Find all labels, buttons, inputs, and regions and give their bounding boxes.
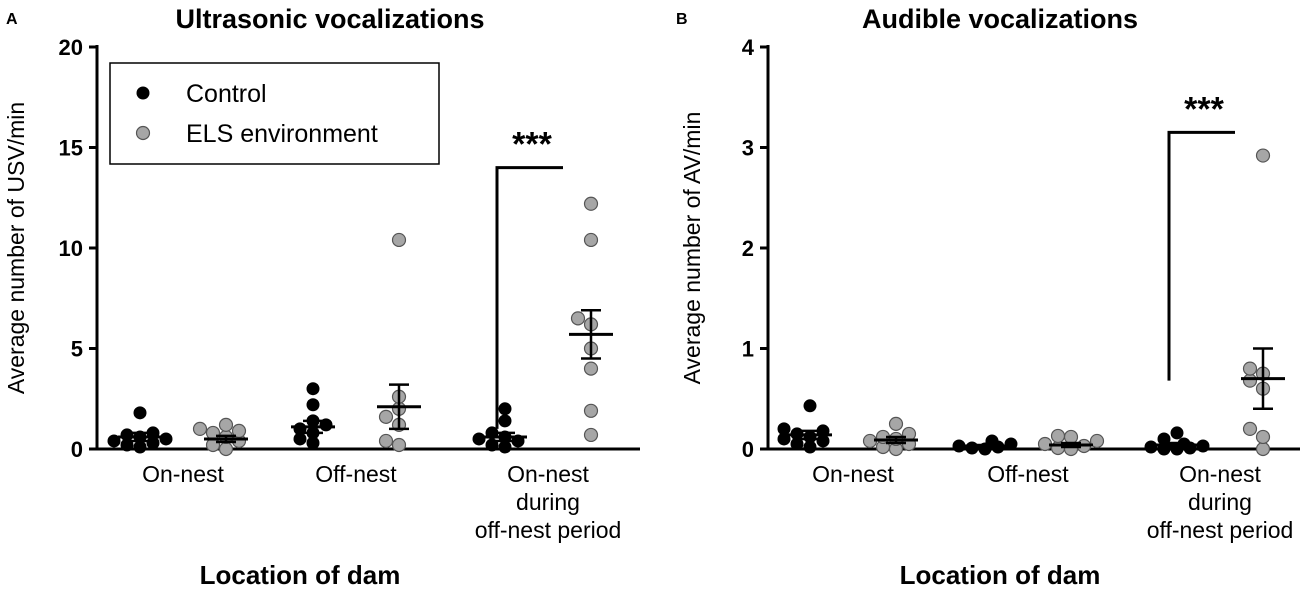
els-data-point — [378, 409, 394, 424]
els-data-point — [583, 196, 599, 211]
control-data-point — [777, 432, 791, 446]
significance-stars: *** — [512, 126, 552, 164]
control-data-point — [472, 432, 486, 446]
els-data-point — [888, 416, 904, 431]
control-data-point — [498, 440, 512, 454]
els-data-point — [1255, 441, 1271, 457]
y-tick-label: 15 — [59, 136, 83, 161]
els-data-point — [1255, 429, 1271, 445]
category-label-line: On-nest — [507, 461, 589, 487]
els-data-point — [192, 421, 208, 436]
control-data-point — [803, 440, 817, 454]
y-tick-label: 20 — [59, 35, 83, 60]
control-data-point — [107, 434, 121, 448]
control-data-point — [159, 432, 173, 446]
control-data-point — [306, 436, 320, 450]
control-data-point — [1004, 437, 1018, 451]
els-data-point — [218, 417, 234, 432]
legend-control-label: Control — [186, 80, 267, 108]
panel-a: A Ultrasonic vocalizations 0 5 10 15 20Average… — [3, 4, 640, 590]
category-label-line: Off-nest — [315, 461, 397, 487]
control-data-point — [120, 428, 134, 442]
els-data-point — [583, 427, 599, 443]
els-data-point — [1242, 361, 1258, 376]
control-data-point — [1144, 440, 1158, 454]
panel-letter: A — [6, 11, 18, 28]
control-data-point — [803, 399, 817, 413]
legend-els-marker — [135, 125, 151, 141]
category-label-line: On-nest — [142, 461, 224, 487]
els-data-point — [1089, 433, 1105, 449]
legend-control-marker — [136, 86, 150, 100]
control-data-point — [1170, 426, 1184, 440]
els-data-point — [583, 361, 599, 376]
category-label-line: during — [516, 489, 580, 515]
chart-title: Ultrasonic vocalizations — [175, 4, 484, 34]
category-label: On-nest — [812, 461, 894, 487]
els-data-point — [583, 232, 599, 248]
category-label-line: Off-nest — [987, 461, 1069, 487]
control-data-point — [790, 437, 804, 451]
els-data-point — [391, 437, 407, 453]
els-data-point — [218, 441, 234, 457]
significance-stars: *** — [1184, 90, 1224, 128]
control-data-point — [498, 414, 512, 428]
y-tick-label: 1 — [742, 337, 754, 362]
y-tick-label: 10 — [59, 236, 83, 261]
y-tick-label: 0 — [742, 437, 754, 462]
control-data-point — [306, 382, 320, 396]
els-data-point — [570, 311, 586, 326]
y-tick-label: 2 — [742, 236, 754, 261]
control-data-point — [133, 406, 147, 420]
y-tick-label: 4 — [742, 35, 755, 60]
els-data-point — [1255, 148, 1271, 163]
category-label: Off-nest — [987, 461, 1069, 487]
x-axis-label: Location of dam — [900, 560, 1101, 590]
els-data-point — [1242, 373, 1258, 388]
x-axis-label: Location of dam — [200, 560, 401, 590]
control-data-point — [952, 439, 966, 453]
category-label-line: On-nest — [812, 461, 894, 487]
category-label-line: during — [1188, 489, 1252, 515]
els-data-point — [1063, 429, 1079, 445]
y-tick-label: 3 — [742, 136, 754, 161]
y-axis-label: Average number of USV/min — [3, 102, 29, 394]
control-data-point — [306, 398, 320, 412]
category-label-line: off-nest period — [475, 517, 622, 543]
y-tick-label: 5 — [71, 337, 83, 362]
els-data-point — [1242, 421, 1258, 436]
els-data-point — [1050, 428, 1066, 444]
category-label-line: off-nest period — [1147, 517, 1294, 543]
legend-box — [109, 62, 440, 165]
els-data-point — [231, 423, 247, 439]
control-data-point — [293, 432, 307, 446]
y-tick-label: 0 — [71, 437, 83, 462]
control-data-point — [133, 440, 147, 454]
control-data-point — [777, 422, 791, 436]
y-axis-label: Average number of AV/min — [679, 112, 705, 385]
control-data-point — [1196, 439, 1210, 453]
category-label-line: On-nest — [1179, 461, 1261, 487]
els-data-point — [391, 232, 407, 248]
legend-els-label: ELS environment — [186, 120, 378, 148]
control-data-point — [498, 402, 512, 416]
chart-title: Audible vocalizations — [862, 4, 1138, 34]
panel-letter: B — [676, 11, 688, 28]
significance-bracket — [495, 166, 563, 429]
els-data-point — [583, 403, 599, 418]
category-label: Off-nest — [315, 461, 397, 487]
significance-bracket — [1167, 130, 1235, 381]
els-data-point — [378, 433, 394, 449]
category-label: On-nest — [142, 461, 224, 487]
